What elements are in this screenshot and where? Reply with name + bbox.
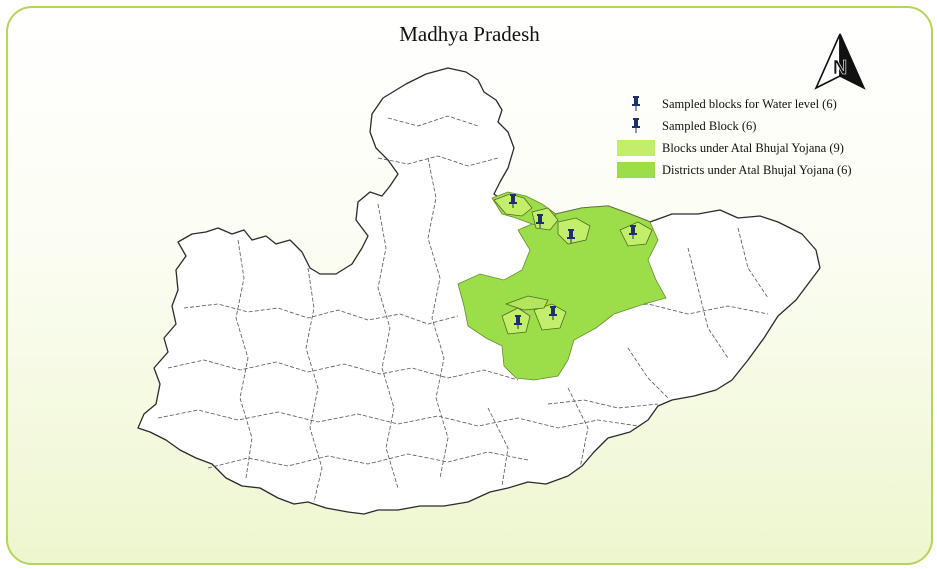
legend-item-districts: Districts under Atal Bhujal Yojana (6) <box>616 160 852 180</box>
pin-icon <box>514 315 522 329</box>
pin-icon <box>629 225 637 239</box>
pin-icon <box>567 229 575 243</box>
legend-label: Districts under Atal Bhujal Yojana (6) <box>662 162 852 177</box>
pin-icon <box>549 306 557 320</box>
pin-icon <box>509 194 517 208</box>
north-label: N <box>833 57 847 79</box>
legend-symbol <box>616 95 656 113</box>
block-swatch <box>617 140 655 156</box>
legend-symbol <box>616 161 656 179</box>
legend-label: Sampled blocks for Water level (6) <box>662 96 837 111</box>
legend-label: Blocks under Atal Bhujal Yojana (9) <box>662 140 844 155</box>
district-swatch <box>617 162 655 178</box>
legend-item-water-level: Sampled blocks for Water level (6) <box>616 94 852 114</box>
map-frame: Madhya Pradesh <box>6 6 933 565</box>
pin-icon <box>632 118 640 133</box>
legend-item-blocks: Blocks under Atal Bhujal Yojana (9) <box>616 138 852 158</box>
legend-symbol <box>616 139 656 157</box>
north-arrow-icon: N <box>814 33 866 90</box>
legend-symbol <box>616 117 656 135</box>
sampled-block-pins <box>509 194 637 329</box>
legend-item-sampled-block: Sampled Block (6) <box>616 116 852 136</box>
map-title: Madhya Pradesh <box>399 22 540 46</box>
legend-label: Sampled Block (6) <box>662 118 757 133</box>
pin-icon <box>632 96 640 111</box>
pin-icon <box>536 214 544 228</box>
map-canvas <box>137 67 821 515</box>
map-legend: Sampled blocks for Water level (6) Sampl… <box>616 94 852 182</box>
